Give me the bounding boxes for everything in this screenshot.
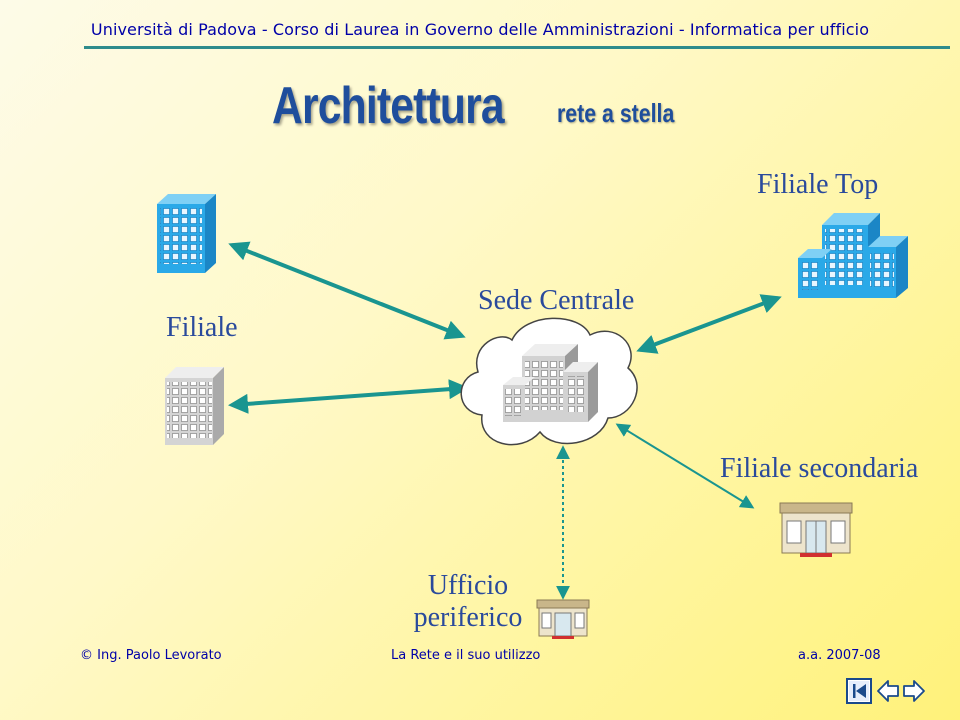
arrow-filiale-sede [228, 379, 469, 414]
footer-year: a.a. 2007-08 [798, 648, 881, 663]
arrow-sede-filiale-secondaria [615, 423, 755, 509]
shop-building-icon [779, 502, 853, 557]
label-filiale-top: Filiale Top [757, 169, 879, 200]
blue-building-icon [157, 194, 216, 273]
next-slide-icon [903, 680, 925, 702]
header-title: Università di Padova - Corso di Laurea i… [90, 20, 870, 39]
header-divider [84, 46, 950, 49]
label-ufficio-periferico-line1: Ufficio [427, 570, 509, 601]
arrow-sede-filiale-top [636, 294, 782, 354]
slide-title: Architettura rete a stella [272, 76, 674, 136]
blue-building-cluster-icon [798, 213, 908, 298]
label-filiale: Filiale [166, 312, 238, 343]
nav-next-button[interactable] [902, 678, 926, 708]
arrow-filiale-top-sede [228, 241, 466, 340]
label-ufficio-periferico-line2: periferico [413, 602, 523, 633]
footer-author: © Ing. Paolo Levorato [80, 648, 222, 663]
footer-course: La Rete e il suo utilizzo [391, 648, 541, 663]
nav-first-button[interactable] [846, 678, 872, 708]
sede-centrale-cloud-icon [460, 317, 638, 446]
small-shop-icon [536, 599, 590, 639]
title-main: Architettura [272, 77, 505, 135]
title-subtitle: rete a stella [557, 98, 675, 128]
label-filiale-secondaria: Filiale secondaria [720, 453, 919, 484]
nav-previous-button[interactable] [876, 678, 900, 708]
gray-building-icon [165, 367, 224, 445]
first-slide-icon [846, 678, 872, 704]
label-ufficio-periferico: Ufficio periferico [402, 570, 534, 634]
label-sede-centrale: Sede Centrale [478, 285, 635, 316]
previous-slide-icon [877, 680, 899, 702]
